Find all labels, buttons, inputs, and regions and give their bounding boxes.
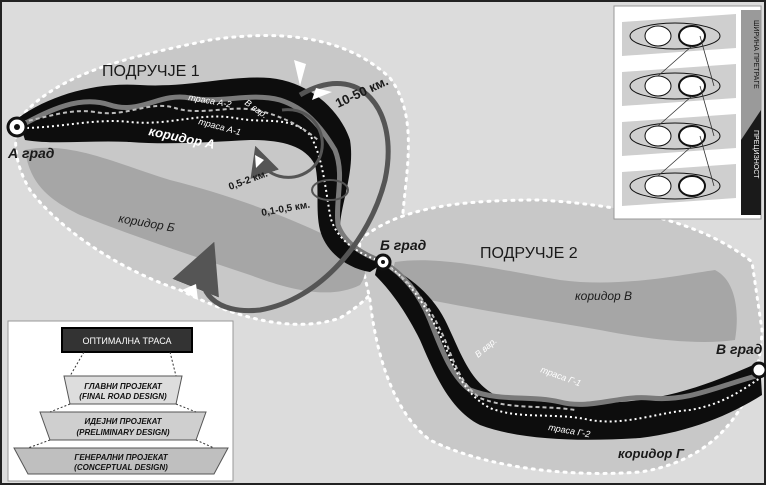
precision-label: ПРЕЦИЗНОСТ (752, 130, 759, 179)
marker-top (294, 60, 306, 86)
route-a-var-line (21, 104, 319, 141)
zoom-arrow-medium (250, 108, 324, 179)
inset-panel-2 (622, 64, 736, 106)
corridor-v (393, 260, 737, 342)
inset-panel-3 (622, 114, 736, 156)
idea-project-en-label: (PRELIMINARY DESIGN) (76, 428, 169, 437)
marker-small (255, 155, 264, 168)
city-b-marker (374, 253, 392, 271)
inset-panel-4 (622, 164, 736, 206)
general-project-label: ГЕНЕРАЛНИ ПРОЈЕКАТ (74, 453, 168, 462)
optimal-route-box (61, 327, 193, 353)
corridor-g (375, 262, 762, 440)
corridor-v-label: коридор В (575, 289, 632, 303)
route-g1-line (381, 259, 761, 407)
route-g2-line (382, 261, 761, 423)
city-a-marker (6, 116, 28, 138)
zoom-ellipse-small (311, 179, 349, 201)
inset-connector-lines (657, 35, 715, 187)
general-project-en-label: (CONCEPTUAL DESIGN) (74, 463, 168, 472)
city-v-marker (750, 361, 766, 379)
route-a1-line (21, 115, 384, 263)
inset-panel-1 (622, 14, 736, 56)
area-1-label: ПОДРУЧЈЕ 1 (102, 63, 200, 80)
route-g-var-line (389, 267, 576, 411)
stage-connector-lines (27, 351, 215, 449)
marker-bottom (182, 284, 198, 300)
route-a2-line (20, 94, 384, 265)
marker-top-right (312, 88, 332, 100)
zoom-arrow-large (172, 81, 391, 314)
corridor-b (25, 147, 366, 293)
optimal-route-label: ОПТИМАЛНА ТРАСА (82, 336, 171, 346)
corridor-g-label: коридор Г (618, 446, 685, 461)
city-v-label: В град (716, 341, 763, 357)
stage-general (13, 447, 229, 475)
search-width-inset: ШИРИНА ПРЕТРАГЕ ПРЕЦИЗНОСТ (613, 5, 762, 220)
city-a-label: А град (7, 145, 55, 161)
search-width-label: ШИРИНА ПРЕТРАГЕ (752, 20, 759, 89)
idea-project-label: ИДЕЈНИ ПРОЈЕКАТ (85, 417, 163, 426)
area-2-label: ПОДРУЧЈЕ 2 (480, 245, 578, 262)
main-project-en-label: (FINAL ROAD DESIGN) (79, 392, 167, 401)
city-b-label: Б град (380, 237, 427, 253)
corridor-a (18, 77, 385, 272)
design-stages-inset: ОПТИМАЛНА ТРАСА ГЛАВНИ ПРОЈЕКАТ (FINAL R… (7, 320, 234, 482)
main-project-label: ГЛАВНИ ПРОЈЕКАТ (84, 382, 163, 391)
